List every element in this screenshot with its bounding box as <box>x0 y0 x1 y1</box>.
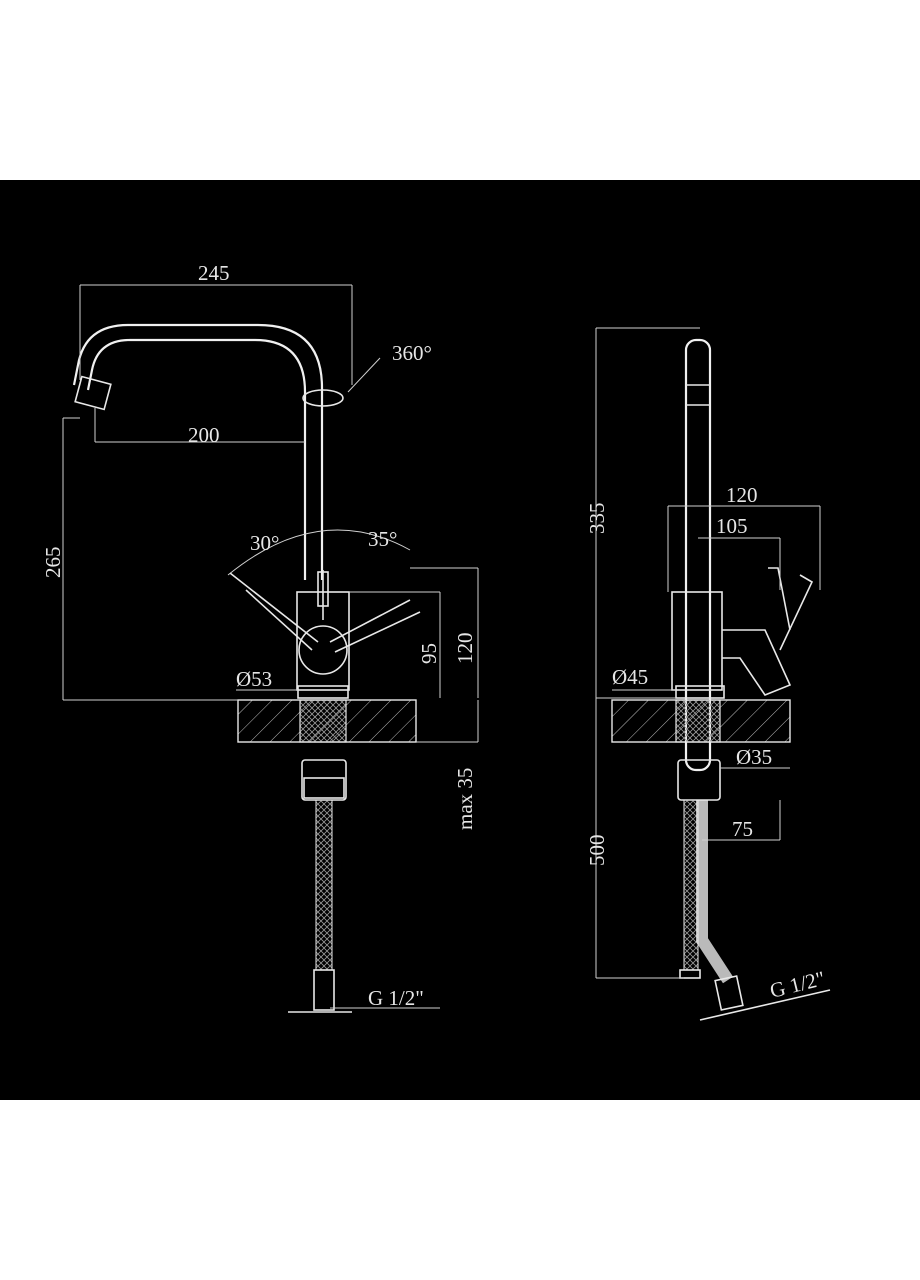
label-360: 360° <box>392 341 432 365</box>
side-handle <box>722 629 792 696</box>
label-120-side: 120 <box>726 483 758 507</box>
side-hose-1 <box>683 799 699 971</box>
front-handle-arc <box>227 529 411 576</box>
front-spout-inner <box>72 323 324 580</box>
label-105: 105 <box>716 514 748 538</box>
front-handle-left <box>229 572 319 643</box>
front-nut-threads <box>303 777 345 799</box>
label-95: 95 <box>417 643 441 664</box>
label-265: 265 <box>41 547 65 579</box>
front-aerator <box>74 375 112 411</box>
side-lever <box>768 567 814 651</box>
side-hose2-end <box>714 975 744 1011</box>
front-view: 245 200 360° 265 30° 35° 95 120 Ø53 max … <box>41 261 479 1013</box>
label-335: 335 <box>585 503 609 535</box>
front-base <box>297 685 349 699</box>
label-dia-35: Ø35 <box>736 745 772 769</box>
front-lever-knob <box>317 571 329 607</box>
label-120-front: 120 <box>453 633 477 665</box>
faucet-dimension-drawing: 245 200 360° 265 30° 35° 95 120 Ø53 max … <box>41 261 831 1021</box>
front-handle-right-b <box>334 611 421 653</box>
leader-360 <box>347 357 381 393</box>
side-thread-leader <box>699 989 831 1021</box>
side-hose-2 <box>696 800 734 984</box>
front-shank <box>299 699 347 743</box>
label-30deg: 30° <box>250 531 279 555</box>
technical-drawing: 245 200 360° 265 30° 35° 95 120 Ø53 max … <box>0 180 920 1100</box>
side-spout <box>684 338 712 772</box>
side-base <box>675 685 725 699</box>
label-200: 200 <box>188 423 220 447</box>
label-max35: max 35 <box>453 768 477 830</box>
label-75: 75 <box>732 817 753 841</box>
side-hose-end <box>679 969 701 979</box>
label-500: 500 <box>585 835 609 867</box>
front-handle-left-b <box>245 589 313 651</box>
label-35deg: 35° <box>368 527 397 551</box>
side-shank <box>675 699 721 743</box>
side-body <box>671 591 723 691</box>
front-nut <box>301 759 347 801</box>
front-spout <box>86 338 307 580</box>
label-245: 245 <box>198 261 230 285</box>
label-dia-53: Ø53 <box>236 667 272 691</box>
front-handle-hub <box>298 625 348 675</box>
front-hose-end <box>313 969 335 1011</box>
front-hose <box>315 799 333 971</box>
side-view: 335 120 105 Ø45 Ø35 500 75 G 1/2" <box>585 327 831 1021</box>
side-nut <box>677 759 721 801</box>
front-spout-base <box>302 389 344 407</box>
label-dia-45: Ø45 <box>612 665 648 689</box>
label-thread-front: G 1/2" <box>368 986 424 1010</box>
front-handle-right <box>329 599 411 643</box>
